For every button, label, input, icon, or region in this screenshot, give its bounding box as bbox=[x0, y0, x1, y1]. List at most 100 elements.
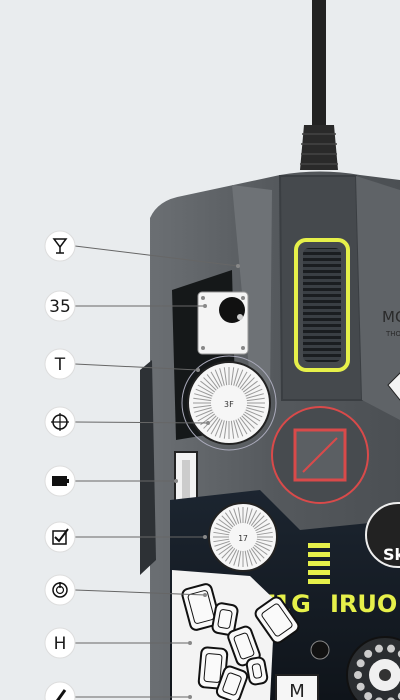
callout-badge bbox=[44, 574, 76, 606]
power-icon bbox=[52, 582, 68, 598]
dial-tick bbox=[256, 527, 272, 534]
cable-strain-relief bbox=[300, 125, 338, 170]
callout-7 bbox=[44, 574, 207, 606]
dial-top-ring bbox=[181, 355, 277, 451]
callout-2: 35 bbox=[44, 290, 207, 322]
dial-tick bbox=[254, 544, 268, 556]
red-module-diagonal bbox=[302, 437, 338, 473]
callout-label: 35 bbox=[49, 297, 71, 317]
dial-top: 3F bbox=[187, 361, 271, 445]
dial-tick bbox=[237, 550, 242, 567]
panel-text-right: IRUO bbox=[330, 590, 397, 618]
dial-tick bbox=[203, 415, 217, 429]
battery-icon bbox=[52, 476, 69, 486]
callout-anchor-dot bbox=[206, 421, 210, 425]
dial-tick bbox=[193, 404, 212, 409]
left-side-panel bbox=[140, 360, 156, 575]
dial-tick bbox=[216, 522, 231, 532]
board-chip-inner bbox=[203, 653, 223, 683]
callout-3: T bbox=[44, 348, 200, 380]
dial-tick bbox=[241, 377, 255, 391]
board-chip-inner bbox=[233, 632, 255, 660]
right-badge bbox=[365, 502, 400, 568]
callout-anchor-dot bbox=[196, 368, 200, 372]
dial-tick bbox=[197, 384, 214, 395]
side-button-lens-dot bbox=[237, 314, 243, 320]
callout-leader-line bbox=[74, 589, 206, 596]
dial-tick bbox=[213, 531, 230, 536]
dial-tick bbox=[206, 374, 219, 390]
callout-badge bbox=[44, 348, 76, 380]
dial-tick bbox=[248, 549, 258, 564]
board-chip-body bbox=[245, 656, 269, 686]
dial-tick bbox=[228, 549, 238, 564]
dial-tick bbox=[213, 538, 230, 543]
dial-tick bbox=[244, 384, 261, 395]
dial-tick bbox=[193, 397, 212, 402]
dial-tick bbox=[224, 548, 236, 562]
board-chip-body bbox=[215, 665, 249, 700]
dial-tick bbox=[241, 415, 255, 429]
board-chip bbox=[181, 583, 221, 631]
gear-tooth bbox=[356, 659, 365, 668]
board-chip bbox=[245, 656, 269, 686]
model-subtitle: THO bbox=[385, 330, 400, 338]
led-bar-stack bbox=[308, 543, 330, 584]
board-components bbox=[181, 583, 300, 700]
dial-tick bbox=[252, 515, 265, 528]
dial-tick bbox=[206, 416, 219, 432]
dial-tick bbox=[214, 419, 223, 437]
callout-badge bbox=[44, 681, 76, 700]
dial-tick bbox=[214, 369, 223, 387]
callout-leader-line bbox=[74, 421, 209, 424]
dial-tick bbox=[256, 538, 273, 543]
checkbox-icon bbox=[52, 528, 69, 545]
right-badge-text: Sk bbox=[383, 545, 400, 564]
dial-tick bbox=[256, 540, 272, 547]
mouse-cable bbox=[312, 0, 326, 125]
dial-tick bbox=[233, 508, 240, 524]
dial-tick bbox=[216, 542, 231, 552]
dial-bottom-label: 17 bbox=[238, 534, 248, 543]
dial-tick bbox=[239, 374, 252, 390]
board-chip-body bbox=[254, 596, 300, 644]
callout-anchor-dot bbox=[236, 264, 240, 268]
callout-leader-line bbox=[74, 245, 239, 267]
crosshair-icon bbox=[51, 413, 69, 431]
callout-6 bbox=[44, 521, 207, 553]
gear-tooth bbox=[397, 650, 400, 658]
callout-anchor-dot bbox=[188, 695, 192, 699]
callout-badge bbox=[44, 290, 76, 322]
dial-tick bbox=[218, 544, 232, 556]
dial-tick bbox=[219, 420, 225, 438]
dial-tick bbox=[239, 416, 252, 432]
dial-tick bbox=[223, 367, 228, 386]
dial-tick bbox=[244, 507, 249, 524]
callout-label: T bbox=[54, 355, 66, 375]
dial-tick bbox=[200, 380, 216, 393]
callout-leader-line bbox=[74, 363, 199, 371]
dial-tick bbox=[214, 540, 230, 547]
dial-tick bbox=[256, 531, 273, 536]
dial-tick bbox=[210, 371, 221, 388]
callout-9 bbox=[44, 681, 192, 700]
dial-tick bbox=[228, 510, 238, 525]
pen-icon bbox=[56, 689, 67, 700]
dial-tick bbox=[210, 418, 221, 435]
gear-tooth bbox=[374, 644, 383, 653]
dial-tick bbox=[233, 368, 239, 386]
dial-tick bbox=[250, 548, 262, 562]
dial-top-label: 3F bbox=[224, 400, 234, 409]
board-chip-inner bbox=[261, 603, 293, 637]
callout-5 bbox=[44, 465, 178, 497]
dial-tick bbox=[250, 512, 262, 526]
dial-tick bbox=[246, 393, 264, 399]
callout-anchor-dot bbox=[188, 641, 192, 645]
gear-tooth bbox=[387, 644, 396, 653]
gear-tooth bbox=[356, 682, 365, 691]
dial-tick bbox=[219, 368, 225, 386]
dial-tick bbox=[255, 522, 270, 532]
